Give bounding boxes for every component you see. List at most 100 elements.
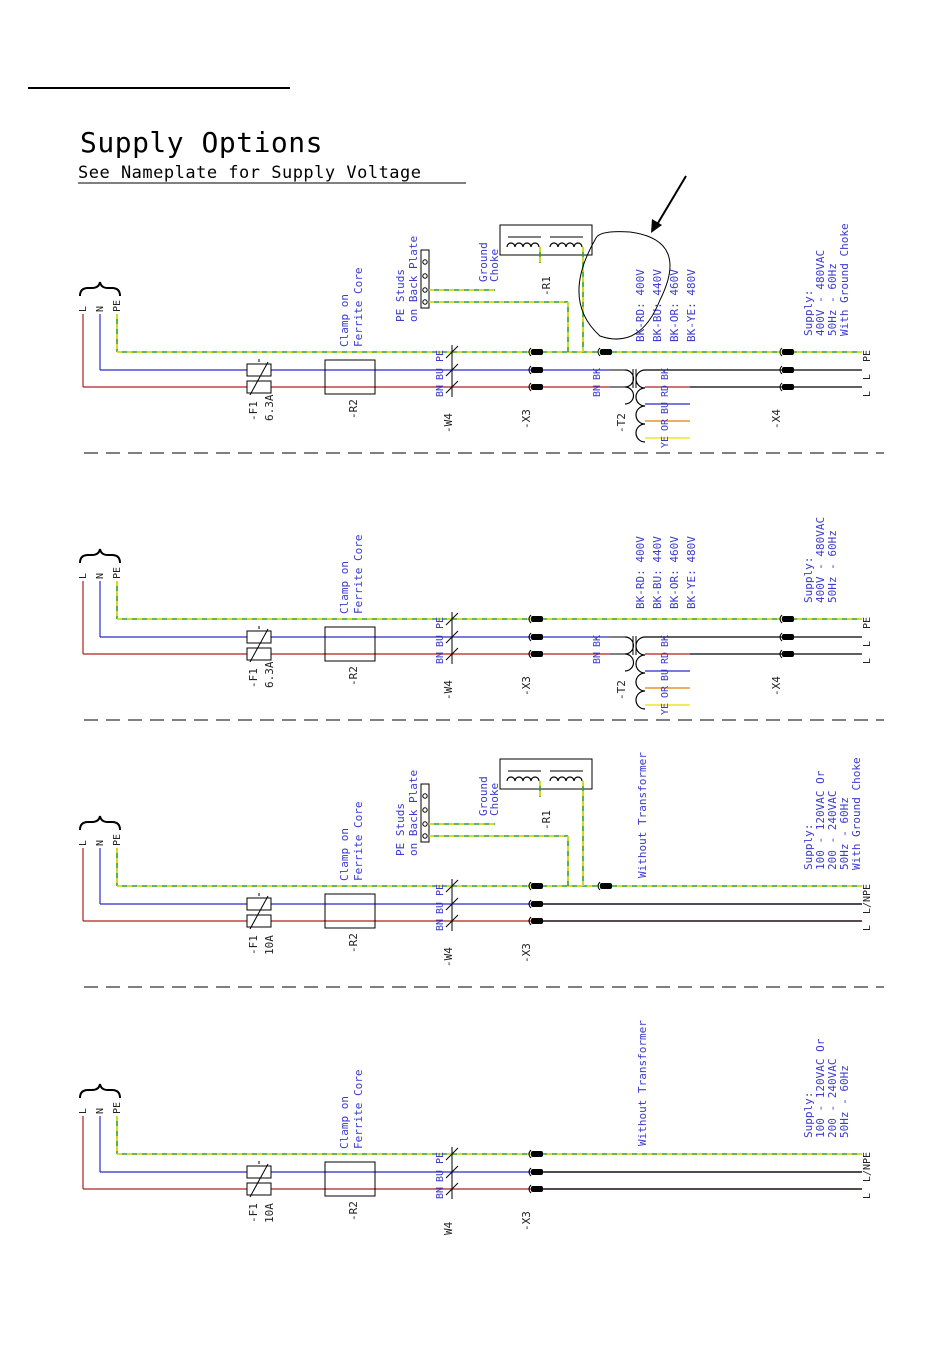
choke-note-1: Ground — [477, 242, 490, 282]
cable-tick-1 — [445, 897, 459, 911]
tap-voltage-2: BK-OR: 460V — [668, 269, 681, 342]
tap-voltage-1: BK-BU: 440V — [651, 536, 664, 609]
fuse-ref: -F1 — [247, 668, 260, 688]
tap-label-2: BU — [660, 669, 671, 681]
pe-studs-note-2: on Back Plate — [407, 236, 420, 322]
terminal-x4-2 — [779, 382, 794, 392]
cable-ref: -W4 — [442, 947, 455, 967]
fuse-rating: 10A — [263, 935, 276, 955]
choke-note-1: Ground — [477, 776, 490, 816]
terminal-out-ref: -X4 — [770, 676, 783, 696]
supply-line-2: 200 - 240VAC — [826, 1059, 839, 1138]
cable-core-2: BN — [435, 919, 446, 931]
terminal-x4-0 — [779, 347, 794, 357]
without-transformer-note: Without Transformer — [636, 1020, 649, 1146]
input-label-n: N — [95, 1108, 106, 1114]
cable-tick-1 — [445, 630, 459, 644]
tap-voltage-0: BK-RD: 400V — [634, 269, 647, 342]
cable-tick-1 — [445, 363, 459, 377]
cable-tick-0 — [445, 345, 459, 359]
pe-stud-0 — [422, 793, 428, 799]
ferrite-note-1: Clamp on — [338, 1096, 351, 1149]
supply-line-1: 100 - 120VAC Or — [814, 1038, 827, 1138]
pe-stud-bar — [420, 249, 430, 309]
terminal-x4-0 — [779, 614, 794, 624]
cable-core-1: BU — [435, 1170, 446, 1182]
cable-core-0: PE — [435, 617, 446, 629]
ferrite-note-2: Ferrite Core — [352, 535, 365, 614]
pe-stud-1 — [422, 273, 428, 279]
input-label-pe: PE — [112, 1102, 123, 1114]
ferrite-note-2: Ferrite Core — [352, 1070, 365, 1149]
ferrite-core — [324, 893, 376, 929]
output-label-1: L — [862, 374, 873, 380]
choke-ref: -R1 — [540, 276, 553, 296]
ground-choke — [499, 758, 593, 790]
input-label-l: L — [78, 573, 89, 579]
input-label-n: N — [95, 840, 106, 846]
cable-ref: -W4 — [442, 413, 455, 433]
supply-line-2: 200 - 240VAC — [826, 791, 839, 870]
ferrite-ref: -R2 — [347, 399, 360, 419]
cable-core-2: BN — [435, 385, 446, 397]
input-brace — [79, 548, 121, 564]
input-brace — [79, 815, 121, 831]
cable-tick-2 — [445, 647, 459, 661]
input-label-l: L — [78, 306, 89, 312]
ferrite-note-1: Clamp on — [338, 294, 351, 347]
terminal-x4-1 — [779, 632, 794, 642]
choke-note-2: Choke — [488, 249, 501, 282]
tap-label-1: RD — [660, 385, 671, 397]
output-label-1: L/N — [862, 1164, 873, 1182]
terminal-x3-2 — [528, 649, 543, 659]
choke-coil-a — [506, 242, 540, 248]
transformer-ref: -T2 — [615, 680, 628, 700]
cable-core-0: PE — [435, 1152, 446, 1164]
cable-core-1: BU — [435, 902, 446, 914]
page-subtitle: See Nameplate for Supply Voltage — [78, 163, 422, 183]
supply-line-2: 50Hz - 60Hz — [826, 530, 839, 603]
tx-primary-1: BN — [592, 652, 603, 664]
ferrite-note-2: Ferrite Core — [352, 268, 365, 347]
tap-label-3: OR — [660, 685, 671, 698]
output-label-2: L — [862, 925, 873, 931]
choke-connector — [597, 881, 612, 891]
cable-tick-0 — [445, 1147, 459, 1161]
callout-arrow — [651, 175, 687, 233]
tap-label-1: RD — [660, 652, 671, 664]
ferrite-core — [324, 359, 376, 395]
terminal-x3-2 — [528, 1184, 543, 1194]
supply-line-1: 400V - 480VAC — [814, 517, 827, 603]
pe-studs-note-2: on Back Plate — [407, 770, 420, 856]
supply-line-1: 100 - 120VAC Or — [814, 770, 827, 870]
input-label-pe: PE — [112, 834, 123, 846]
transformer-secondary — [635, 369, 646, 443]
cable-core-1: BU — [435, 368, 446, 380]
cable-tick-2 — [445, 914, 459, 928]
supply-line-1: 400V - 480VAC — [814, 250, 827, 336]
choke-connector — [597, 347, 612, 357]
ferrite-core — [324, 626, 376, 662]
transformer-primary — [624, 636, 635, 672]
output-label-0: PE — [862, 617, 873, 629]
choke-coil-b — [549, 242, 583, 248]
supply-line-0: Supply: — [802, 557, 815, 603]
output-label-0: PE — [862, 884, 873, 896]
output-label-0: PE — [862, 1152, 873, 1164]
transformer — [624, 636, 646, 710]
input-label-n: N — [95, 573, 106, 579]
terminal-x3-1 — [528, 1167, 543, 1177]
tap-label-4: YE — [660, 703, 671, 715]
fuse-link — [249, 628, 269, 663]
supply-line-3: 50Hz - 60Hz — [838, 1065, 851, 1138]
pe-studs-note-1: PE Studs — [394, 803, 407, 856]
cable-core-1: BU — [435, 635, 446, 647]
input-brace — [79, 1083, 121, 1099]
ferrite-note-1: Clamp on — [338, 561, 351, 614]
tx-primary-0: BK — [592, 368, 603, 380]
pe-stud-3 — [422, 299, 428, 305]
fuse — [246, 1161, 272, 1198]
